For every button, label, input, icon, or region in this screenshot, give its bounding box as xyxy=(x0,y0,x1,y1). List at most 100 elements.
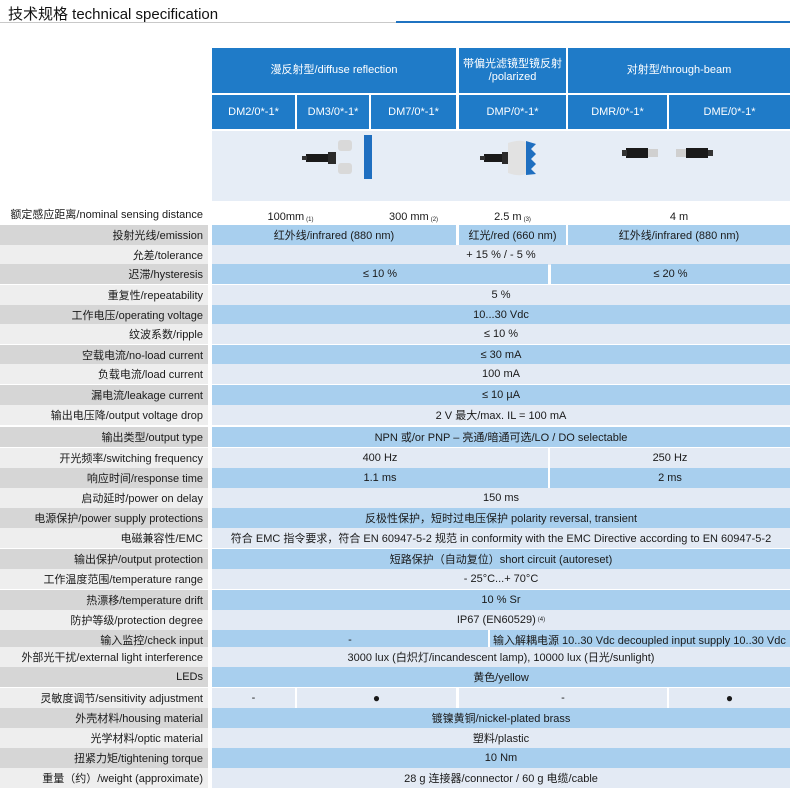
adjustment-dot-icon: ● xyxy=(725,691,734,705)
model-dm3: DM3/0*-1* xyxy=(297,95,369,129)
spec-value: 塑料/plastic xyxy=(212,728,790,748)
header-through-label: 对射型/through-beam xyxy=(626,64,732,76)
spec-value: - 25°C...+ 70°C xyxy=(212,569,790,589)
spec-value-text: ≤ 10 % xyxy=(362,268,398,280)
spec-label: 允差/tolerance xyxy=(0,245,208,265)
spec-value-text: 红外线/infrared (880 nm) xyxy=(618,230,740,242)
diffuse-sensor-illustration xyxy=(302,135,372,179)
spec-value: 5 % xyxy=(212,285,790,305)
spec-value-text: 150 ms xyxy=(482,492,520,504)
spec-row: 工作温度范围/temperature range- 25°C...+ 70°C xyxy=(0,569,790,589)
spec-value-text: 镀镍黄铜/nickel-plated brass xyxy=(431,713,571,725)
header-polarized-label-2: /polarized xyxy=(488,70,537,83)
footnote-ref: (3) xyxy=(523,217,531,223)
spec-label: 重复性/repeatability xyxy=(0,285,208,305)
spec-row: 输出保护/output protection 短路保护（自动复位）short ci… xyxy=(0,549,790,569)
model-dmr: DMR/0*-1* xyxy=(568,95,667,129)
spec-value: 红外线/infrared (880 nm) xyxy=(568,225,790,245)
spec-row: 输入监控/check input-输入解耦电源 10..30 Vdc decou… xyxy=(0,630,790,650)
spec-value-text: ≤ 30 mA xyxy=(480,349,522,361)
spec-row: 重复性/repeatability 5 % xyxy=(0,285,790,305)
spec-value-text: 5 % xyxy=(491,289,511,301)
spec-value: 250 Hz xyxy=(550,448,790,468)
spec-value: 28 g 连接器/connector / 60 g 电缆/cable xyxy=(212,768,790,788)
spec-value: 300 mm(2) xyxy=(371,204,456,224)
spec-value-text: 3000 lux (白炽灯/incandescent lamp), 10000 … xyxy=(347,652,655,664)
spec-row: 外部光干扰/external light interference 3000 lu… xyxy=(0,647,790,667)
spec-value: - xyxy=(212,630,488,650)
spec-value: IP67 (EN60529)(4) xyxy=(212,610,790,630)
spec-value: 2.5 m(3) xyxy=(459,204,566,224)
model-dm2-label: DM2/0*-1* xyxy=(228,105,279,118)
spec-value-text: - xyxy=(348,634,352,646)
spec-value-text: 1.1 ms xyxy=(363,472,397,484)
spec-row: 负载电流/load current 100 mA xyxy=(0,364,790,384)
spec-value-text: - 25°C...+ 70°C xyxy=(463,573,539,585)
header-polarized-label-1: 带偏光滤镜型镜反射 xyxy=(463,57,562,70)
spec-value: ≤ 20 % xyxy=(551,264,790,284)
spec-value-text: 4 m xyxy=(669,211,689,223)
spec-row: 响应时间/response time 1.1 ms 2 ms xyxy=(0,468,790,488)
spec-label: 电磁兼容性/EMC xyxy=(0,528,208,548)
spec-row: LEDs 黄色/yellow xyxy=(0,667,790,687)
header-polarized: 带偏光滤镜型镜反射 /polarized xyxy=(459,48,566,93)
spec-value-text: 红光/red (660 nm) xyxy=(468,230,557,242)
spec-value: 输入解耦电源 10..30 Vdc decoupled input supply… xyxy=(490,630,790,650)
spec-value: 红外线/infrared (880 nm) xyxy=(212,225,456,245)
spec-value-text: 2 V 最大/max. IL = 100 mA xyxy=(435,410,567,422)
spec-value: 黄色/yellow xyxy=(212,667,790,687)
polarized-sensor-illustration xyxy=(480,140,536,176)
spec-label: 漏电流/leakage current xyxy=(0,385,208,405)
spec-value: 红光/red (660 nm) xyxy=(459,225,566,245)
spec-label: 响应时间/response time xyxy=(0,468,208,488)
spec-label: 输出保护/output protection xyxy=(0,549,208,569)
spec-value: 1.1 ms xyxy=(212,468,548,488)
spec-value-text: ≤ 10 % xyxy=(483,328,519,340)
spec-row: 纹波系数/ripple ≤ 10 % xyxy=(0,324,790,344)
spec-row: 迟滞/hysteresis ≤ 10 % ≤ 20 % xyxy=(0,264,790,284)
spec-label: LEDs xyxy=(0,667,208,687)
spec-value-text: 短路保护（自动复位）short circuit (autoreset) xyxy=(389,554,613,566)
spec-label: 外部光干扰/external light interference xyxy=(0,647,208,667)
spec-value-text: 250 Hz xyxy=(652,452,688,464)
spec-value: + 15 % / - 5 % xyxy=(212,245,790,265)
spec-value-text: 红外线/infrared (880 nm) xyxy=(273,230,395,242)
spec-value-text: 100 mA xyxy=(482,368,520,380)
spec-value: 10 % Sr xyxy=(212,590,790,610)
spec-value-text: - xyxy=(251,692,256,704)
spec-value-text: 黄色/yellow xyxy=(473,672,529,684)
spec-row: 输出电压降/output voltage drop 2 V 最大/max. IL … xyxy=(0,405,790,425)
spec-value: ≤ 10 % xyxy=(212,324,790,344)
model-dm7-label: DM7/0*-1* xyxy=(388,105,439,118)
model-dmp-label: DMP/0*-1* xyxy=(486,105,539,118)
spec-row: 允差/tolerance+ 15 % / - 5 % xyxy=(0,245,790,265)
spec-value: 10...30 Vdc xyxy=(212,305,790,325)
spec-label: 空载电流/no-load current xyxy=(0,345,208,365)
adjustment-dot-icon: ● xyxy=(372,691,381,705)
spec-label: 防护等级/protection degree xyxy=(0,610,208,630)
spec-label: 迟滞/hysteresis xyxy=(0,264,208,284)
spec-value: 镀镍黄铜/nickel-plated brass xyxy=(212,708,790,728)
spec-value: - xyxy=(459,688,667,708)
spec-value: 150 ms xyxy=(212,488,790,508)
spec-label: 负载电流/load current xyxy=(0,364,208,384)
spec-value: 400 Hz xyxy=(212,448,548,468)
spec-label: 扭紧力矩/tightening torque xyxy=(0,748,208,768)
spec-label: 额定感应距离/nominal sensing distance xyxy=(10,209,203,221)
spec-value-text: 2 ms xyxy=(658,472,682,484)
spec-value-text: 28 g 连接器/connector / 60 g 电缆/cable xyxy=(404,773,598,785)
model-dm3-label: DM3/0*-1* xyxy=(307,105,359,118)
spec-value-text: 2.5 m xyxy=(494,211,522,223)
spec-label: 纹波系数/ripple xyxy=(0,324,208,344)
model-dm2: DM2/0*-1* xyxy=(212,95,295,129)
spec-label: 输出电压降/output voltage drop xyxy=(0,405,208,425)
